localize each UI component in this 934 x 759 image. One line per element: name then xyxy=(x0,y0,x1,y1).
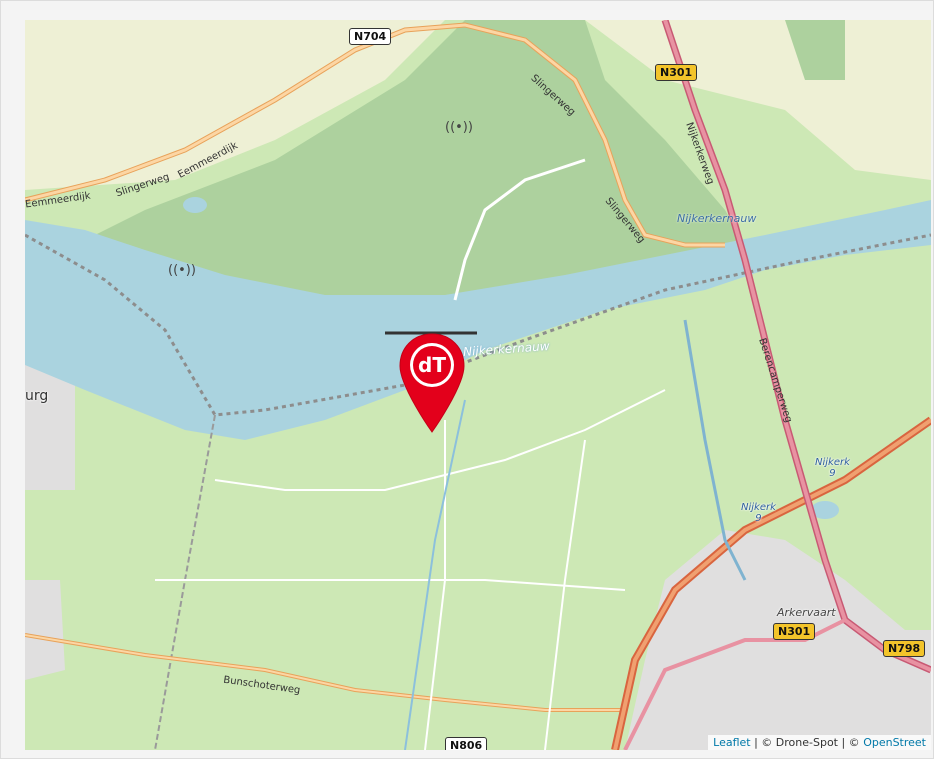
junction-label-nijkerk-east: Nijkerk 9 xyxy=(815,457,850,479)
road-shield-n798: N798 xyxy=(883,640,926,657)
drone-spot-marker[interactable]: dT xyxy=(397,332,467,434)
attribution-text: | © Drone-Spot | © xyxy=(750,736,864,749)
road-shield-n301-north: N301 xyxy=(655,64,698,81)
junction-label-nijkerk-west: Nijkerk 9 xyxy=(741,502,776,524)
leaflet-link[interactable]: Leaflet xyxy=(713,736,751,749)
water-label-nijkerkernauw-east: Nijkerkernauw xyxy=(677,212,757,225)
place-label-town-west: urg xyxy=(25,388,49,404)
radio-tower-icon: ((•)) xyxy=(445,120,473,135)
drone-spot-marker-icon[interactable]: dT xyxy=(397,332,467,434)
road-shield-n704: N704 xyxy=(349,28,392,45)
radio-tower-icon: ((•)) xyxy=(168,263,196,278)
map-tiles[interactable] xyxy=(25,20,931,750)
place-label-arkervaart: Arkervaart xyxy=(777,606,836,619)
marker-text: dT xyxy=(418,353,446,377)
map-attribution: Leaflet | © Drone-Spot | © OpenStreet xyxy=(708,735,931,750)
map-view[interactable]: N704 N301 N301 N798 N806 Slingerweg Slin… xyxy=(25,20,931,750)
openstreetmap-link[interactable]: OpenStreet xyxy=(863,736,926,749)
road-shield-n301-south: N301 xyxy=(773,623,816,640)
road-shield-n806: N806 xyxy=(445,737,488,750)
